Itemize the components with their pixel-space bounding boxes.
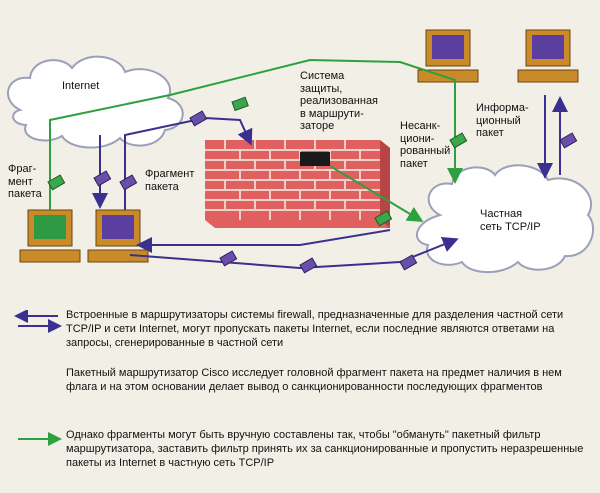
fragment-left-label: Фраг- мент пакета — [8, 163, 42, 200]
firewall-hole — [300, 152, 330, 166]
unsanctioned-packet-label: Несанк- циони- рованный пакет — [400, 120, 451, 170]
network-diagram — [7, 29, 594, 274]
computer-icon — [19, 209, 81, 263]
firewall-label: Система защиты, реализованная в маршрути… — [300, 70, 379, 132]
internet-cloud — [7, 55, 184, 149]
packet-icon — [299, 257, 318, 274]
info-packet-label: Информа- ционный пакет — [476, 102, 529, 139]
private-network-label: Частная сеть TCP/IP — [480, 208, 541, 233]
packet-icon — [399, 254, 418, 271]
packet-icon — [119, 174, 138, 191]
legend-text: Пакетный маршрутизатор Cisco исследует г… — [66, 367, 562, 393]
legend-text: Однако фрагменты могут быть вручную сост… — [66, 429, 584, 469]
packet-icon — [559, 132, 578, 149]
private-network-cloud — [416, 164, 594, 274]
legend-text: Встроенные в маршрутизаторы системы fire… — [66, 309, 564, 349]
fragment-mid-label: Фрагмент пакета — [145, 168, 195, 193]
computer-icon — [417, 29, 479, 83]
green-arrow-icon — [18, 432, 62, 446]
computer-icon — [87, 209, 149, 263]
packet-icon — [231, 96, 249, 112]
packet-icon — [219, 250, 238, 267]
packet-icon — [93, 170, 112, 187]
green-fragment-path — [49, 58, 463, 223]
packet-icon — [449, 132, 468, 149]
packet-icon — [374, 210, 393, 227]
packet-icon — [189, 110, 208, 127]
internet-label: Internet — [62, 80, 100, 92]
computer-icon — [517, 29, 579, 83]
double-arrow-icon — [14, 310, 62, 333]
firewall-brick-wall — [205, 140, 390, 228]
packet-icon — [47, 174, 66, 191]
